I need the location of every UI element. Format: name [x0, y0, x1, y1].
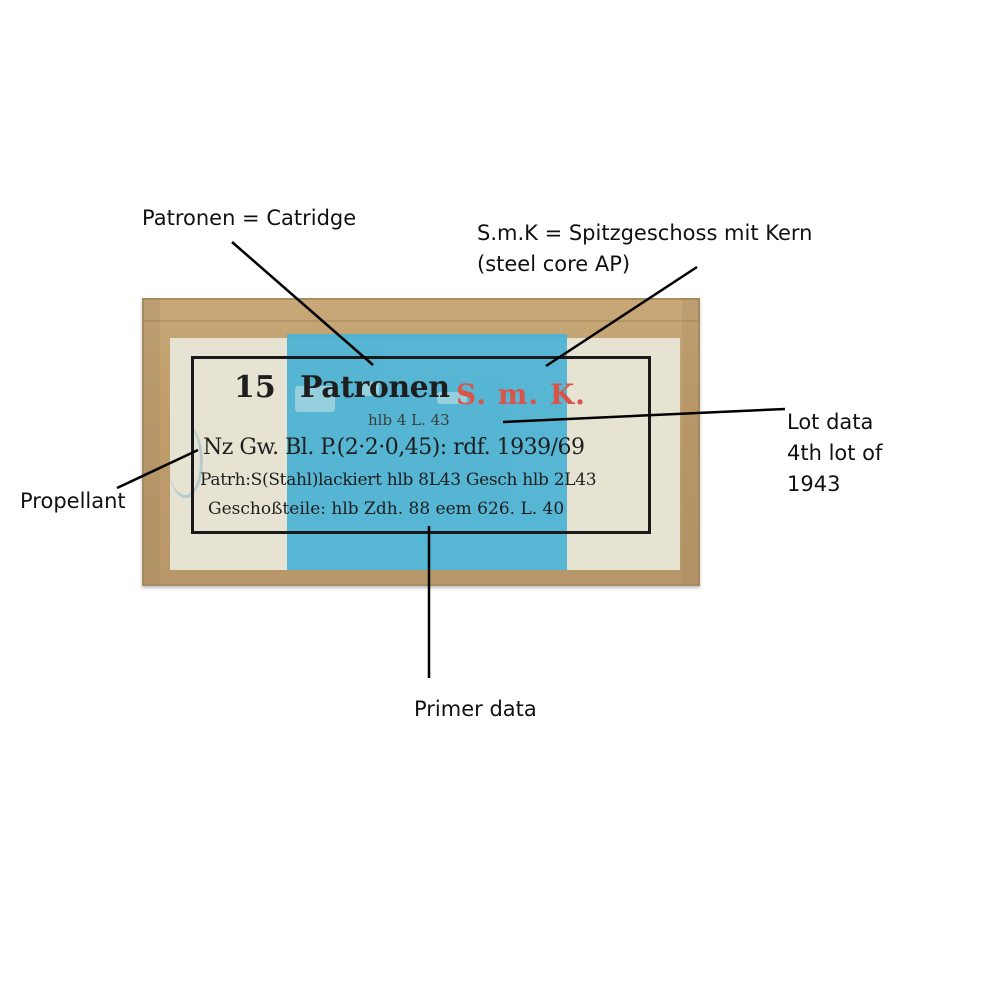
annotation-smk-line1: S.m.K = Spitzgeschoss mit Kern: [477, 221, 813, 245]
stamp-wear-mark: [437, 392, 467, 404]
case-line: Patrh:S(Stahl)lackiert hlb 8L43 Gesch hl…: [200, 470, 597, 490]
cartridge-count: 15: [234, 370, 276, 405]
lot-code-line: hlb 4 L. 43: [368, 411, 450, 429]
annotation-patronen: Patronen = Catridge: [142, 206, 357, 230]
stamp-wear-mark: [357, 382, 379, 396]
parts-line: Geschoßteile: hlb Zdh. 88 eem 626. L. 40: [208, 499, 565, 519]
annotation-lot-line3: 1943: [787, 472, 841, 496]
blue-stamp-smudge: [168, 425, 203, 498]
stamp-wear-mark: [295, 386, 335, 412]
annotation-propellant: Propellant: [20, 489, 126, 513]
annotation-lot-line1: Lot data: [787, 410, 874, 434]
annotation-lot-line2: 4th lot of: [787, 441, 883, 465]
annotation-primer: Primer data: [414, 697, 537, 721]
box-right-flap: [682, 298, 700, 586]
box-lid-edge: [142, 320, 700, 322]
type-code: S. m. K.: [456, 378, 586, 411]
label-title: Patronen: [300, 370, 450, 405]
annotation-smk-line2: (steel core AP): [477, 252, 631, 276]
label-border-frame: [191, 356, 651, 534]
powder-line: Nz Gw. Bl. P.(2·2·0,45): rdf. 1939/69: [203, 435, 585, 460]
blue-stamp-band: [287, 334, 567, 570]
box-left-flap: [142, 298, 160, 586]
